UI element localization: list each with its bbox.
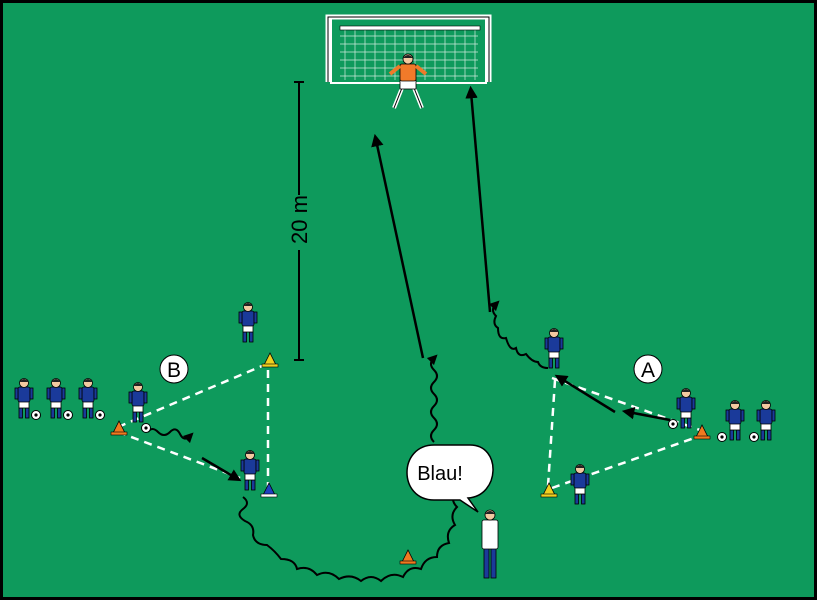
group-b-label: B xyxy=(167,359,181,382)
cone-icon xyxy=(110,352,711,565)
distance-marker: 20 m xyxy=(287,81,312,361)
speech-bubble-icon: Blau! xyxy=(406,444,494,513)
coach-icon xyxy=(481,509,499,579)
group-a-marker: A xyxy=(633,354,663,384)
coach-call: Blau! xyxy=(417,463,463,485)
goalkeeper-icon xyxy=(388,53,428,109)
distance-label: 20 m xyxy=(287,195,312,244)
group-b-marker: B xyxy=(159,354,189,384)
field xyxy=(3,3,814,597)
shot-paths xyxy=(371,85,492,359)
group-a-label: A xyxy=(641,359,655,382)
dribble-paths xyxy=(147,300,549,583)
pass-arrows xyxy=(201,374,671,482)
